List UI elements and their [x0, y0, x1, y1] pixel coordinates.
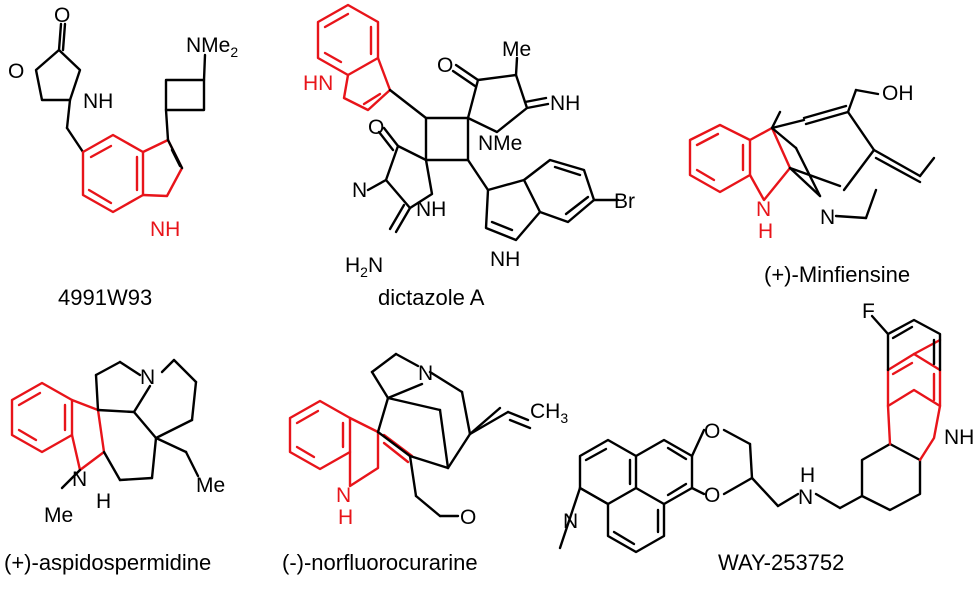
dimethylamino-label: NMe2: [186, 34, 238, 60]
bromoindole-nh-label: NH: [490, 248, 520, 271]
amine-n-label: N: [820, 206, 835, 229]
indole-hn-label: HN: [303, 72, 333, 95]
aldehyde-oxygen-label: O: [460, 506, 476, 529]
hydroxyl-label: OH: [882, 82, 914, 105]
top-nitrogen-label: N: [140, 366, 155, 389]
dioxane-oxygen-bottom-label: O: [704, 484, 720, 507]
methyl-label: CH3: [530, 400, 568, 426]
amide-nh-label: NH: [83, 90, 113, 113]
stereo-h-label: H: [96, 490, 111, 513]
carbonyl-oxygen-left-label: O: [368, 116, 384, 139]
molecule-aspidospermidine: N N Me H Me (+)-aspidospermidine: [4, 358, 225, 575]
amine-nitrogen-label: N: [798, 486, 813, 509]
carbonyl-oxygen-top-label: O: [437, 54, 453, 77]
indoline-h-label: H: [758, 220, 773, 243]
quinoline-nitrogen-label: N: [563, 510, 578, 533]
bromine-label: Br: [614, 190, 635, 213]
oxygen-label: O: [8, 60, 24, 83]
dioxane-oxygen-top-label: O: [704, 420, 720, 443]
ring-nitrogen-label: N: [352, 179, 367, 202]
carbonyl-oxygen-label: O: [54, 4, 70, 27]
amine-h-label: H: [800, 464, 815, 487]
molecule-dictazole-a: HN O Me NH NMe O N NH H2N Br NH dictazol…: [303, 3, 635, 310]
fluorine-label: F: [862, 300, 875, 323]
compound-name-dictazole-a: dictazole A: [378, 285, 485, 310]
imine-nh-label: NH: [550, 92, 580, 115]
carbazole-nh-label: NH: [944, 426, 974, 449]
compound-name-minfiensine: (+)-Minfiensine: [764, 262, 910, 287]
amino-label: H2N: [345, 254, 383, 280]
n-methyl-label: NMe: [478, 132, 522, 155]
indole-nh-label: NH: [150, 218, 180, 241]
methyl-label: Me: [502, 38, 531, 61]
molecule-minfiensine: OH N H N (+)-Minfiensine: [688, 82, 936, 287]
n-methyl-label: Me: [44, 504, 73, 527]
ethyl-label: Me: [196, 474, 225, 497]
indole-n-label: N: [336, 484, 351, 507]
top-nitrogen-label: N: [418, 362, 433, 385]
compound-name-norfluorocurarine: (-)-norfluorocurarine: [282, 550, 478, 575]
compound-name-4991w93: 4991W93: [58, 285, 152, 310]
ring-nh-label: NH: [416, 198, 446, 221]
indoline-n-label: N: [756, 198, 771, 221]
molecule-way-253752: F NH O O N H N WAY-253752: [558, 300, 974, 575]
molecule-4991w93: O O NH NMe2 NH 4991W93: [8, 4, 238, 310]
molecule-norfluorocurarine: N CH3 N H O (-)-norfluorocurarine: [282, 352, 568, 575]
compound-name-way-253752: WAY-253752: [718, 550, 844, 575]
indoline-nitrogen-label: N: [72, 468, 87, 491]
compound-name-aspidospermidine: (+)-aspidospermidine: [4, 550, 211, 575]
indole-h-label: H: [338, 506, 353, 529]
